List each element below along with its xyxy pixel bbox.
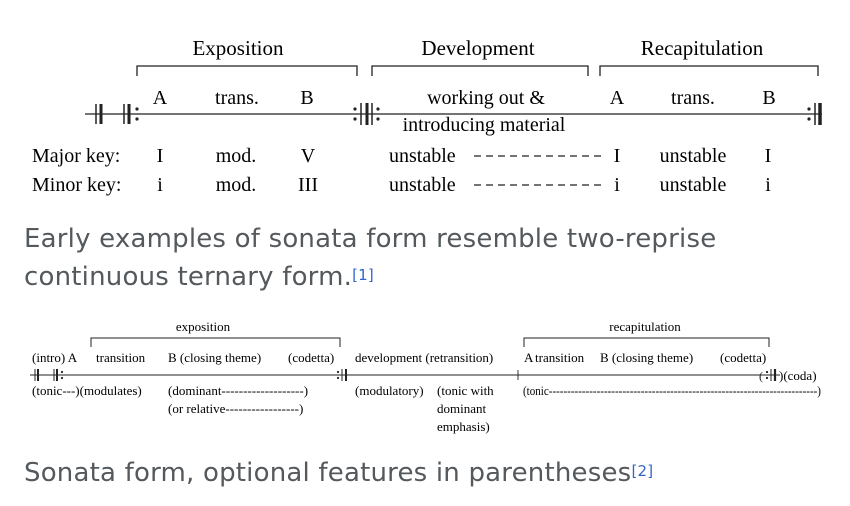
section-bracket-exposition (136, 65, 358, 76)
major-key-label: Major key: (32, 145, 120, 167)
major-key-recap-a: I (614, 145, 621, 167)
minor-key-development: unstable (389, 174, 456, 196)
row-codetta: (codetta) (288, 350, 334, 365)
caption-1-line1: Early examples of sonata form resemble t… (24, 224, 717, 254)
minor-key-label: Minor key: (32, 174, 121, 196)
row-development: development (retransition) (355, 350, 493, 365)
major-key-b: V (301, 145, 316, 167)
row-dominant: (dominant-------------------) (168, 383, 308, 398)
minor-key-a: i (157, 174, 163, 196)
caption-1-line2: continuous ternary form. (24, 262, 353, 292)
label-introducing-material: introducing material (403, 114, 566, 136)
major-key-recap-trans: unstable (660, 145, 727, 167)
reference-link-2[interactable]: [2] (631, 462, 654, 480)
row-a-recap: A (524, 350, 534, 365)
section-label-development: Development (421, 36, 534, 60)
reference-link-1[interactable]: [1] (352, 266, 374, 284)
minor-key-b: III (298, 174, 318, 196)
minor-key-recap-a: i (614, 174, 620, 196)
section-bracket-recapitulation-2 (523, 337, 770, 347)
row-or-relative: (or relative-----------------) (168, 401, 303, 416)
minor-key-trans: mod. (216, 174, 257, 196)
label-trans: trans. (215, 87, 259, 109)
start-barline-icon (95, 104, 139, 124)
row-tonic-recap: (tonic----------------------------------… (523, 383, 821, 398)
major-key-a: I (157, 145, 164, 167)
major-key-development: unstable (389, 145, 456, 167)
label-b: B (300, 87, 313, 109)
svg-text:(: ( (759, 369, 763, 383)
section-bracket-recapitulation (599, 65, 819, 76)
end-repeat-barline-icon (807, 103, 822, 125)
label-trans-recap: trans. (671, 87, 715, 109)
label-a: A (153, 87, 168, 109)
start-barline-icon-2 (34, 369, 64, 381)
row-dominant-2: dominant (437, 401, 486, 416)
major-key-trans: mod. (216, 145, 257, 167)
row-tonic-with: (tonic with (437, 383, 494, 398)
label-a-recap: A (610, 87, 625, 109)
caption-2-text: Sonata form, optional features in parent… (24, 458, 632, 488)
major-key-recap-b: I (765, 145, 772, 167)
row-coda: )(coda) (779, 368, 817, 383)
row-intro-a: (intro) A (32, 350, 78, 365)
figure-caption-1: Early examples of sonata form resemble t… (24, 220, 716, 296)
row-codetta-recap: (codetta) (720, 350, 766, 365)
row-modulatory: (modulatory) (355, 383, 424, 398)
figure-caption-2: Sonata form, optional features in parent… (24, 454, 653, 492)
section-bracket-exposition-2 (90, 337, 341, 347)
row-tonic-modulates: (tonic---)(modulates) (32, 383, 142, 398)
section-label-exposition-2: exposition (176, 319, 231, 334)
label-b-recap: B (762, 87, 775, 109)
row-transition-recap: transition (535, 350, 585, 365)
section-label-exposition: Exposition (192, 36, 284, 60)
minor-key-recap-b: i (765, 174, 771, 196)
section-label-recapitulation: Recapitulation (641, 36, 764, 60)
minor-key-recap-trans: unstable (660, 174, 727, 196)
row-b-closing-theme: B (closing theme) (168, 350, 261, 365)
row-emphasis: emphasis) (437, 419, 490, 434)
row-b-closing-theme-recap: B (closing theme) (600, 350, 693, 365)
end-repeat-barline-icon-2: ( (759, 369, 777, 383)
section-label-recapitulation-2: recapitulation (609, 319, 681, 334)
row-transition: transition (96, 350, 146, 365)
repeat-barline-icon (353, 103, 380, 125)
section-bracket-development (371, 65, 589, 76)
label-working-out: working out & (427, 87, 545, 109)
sonata-form-diagram-1: Exposition Development Recapitulation A … (32, 36, 822, 196)
repeat-barline-icon-2 (336, 369, 347, 381)
